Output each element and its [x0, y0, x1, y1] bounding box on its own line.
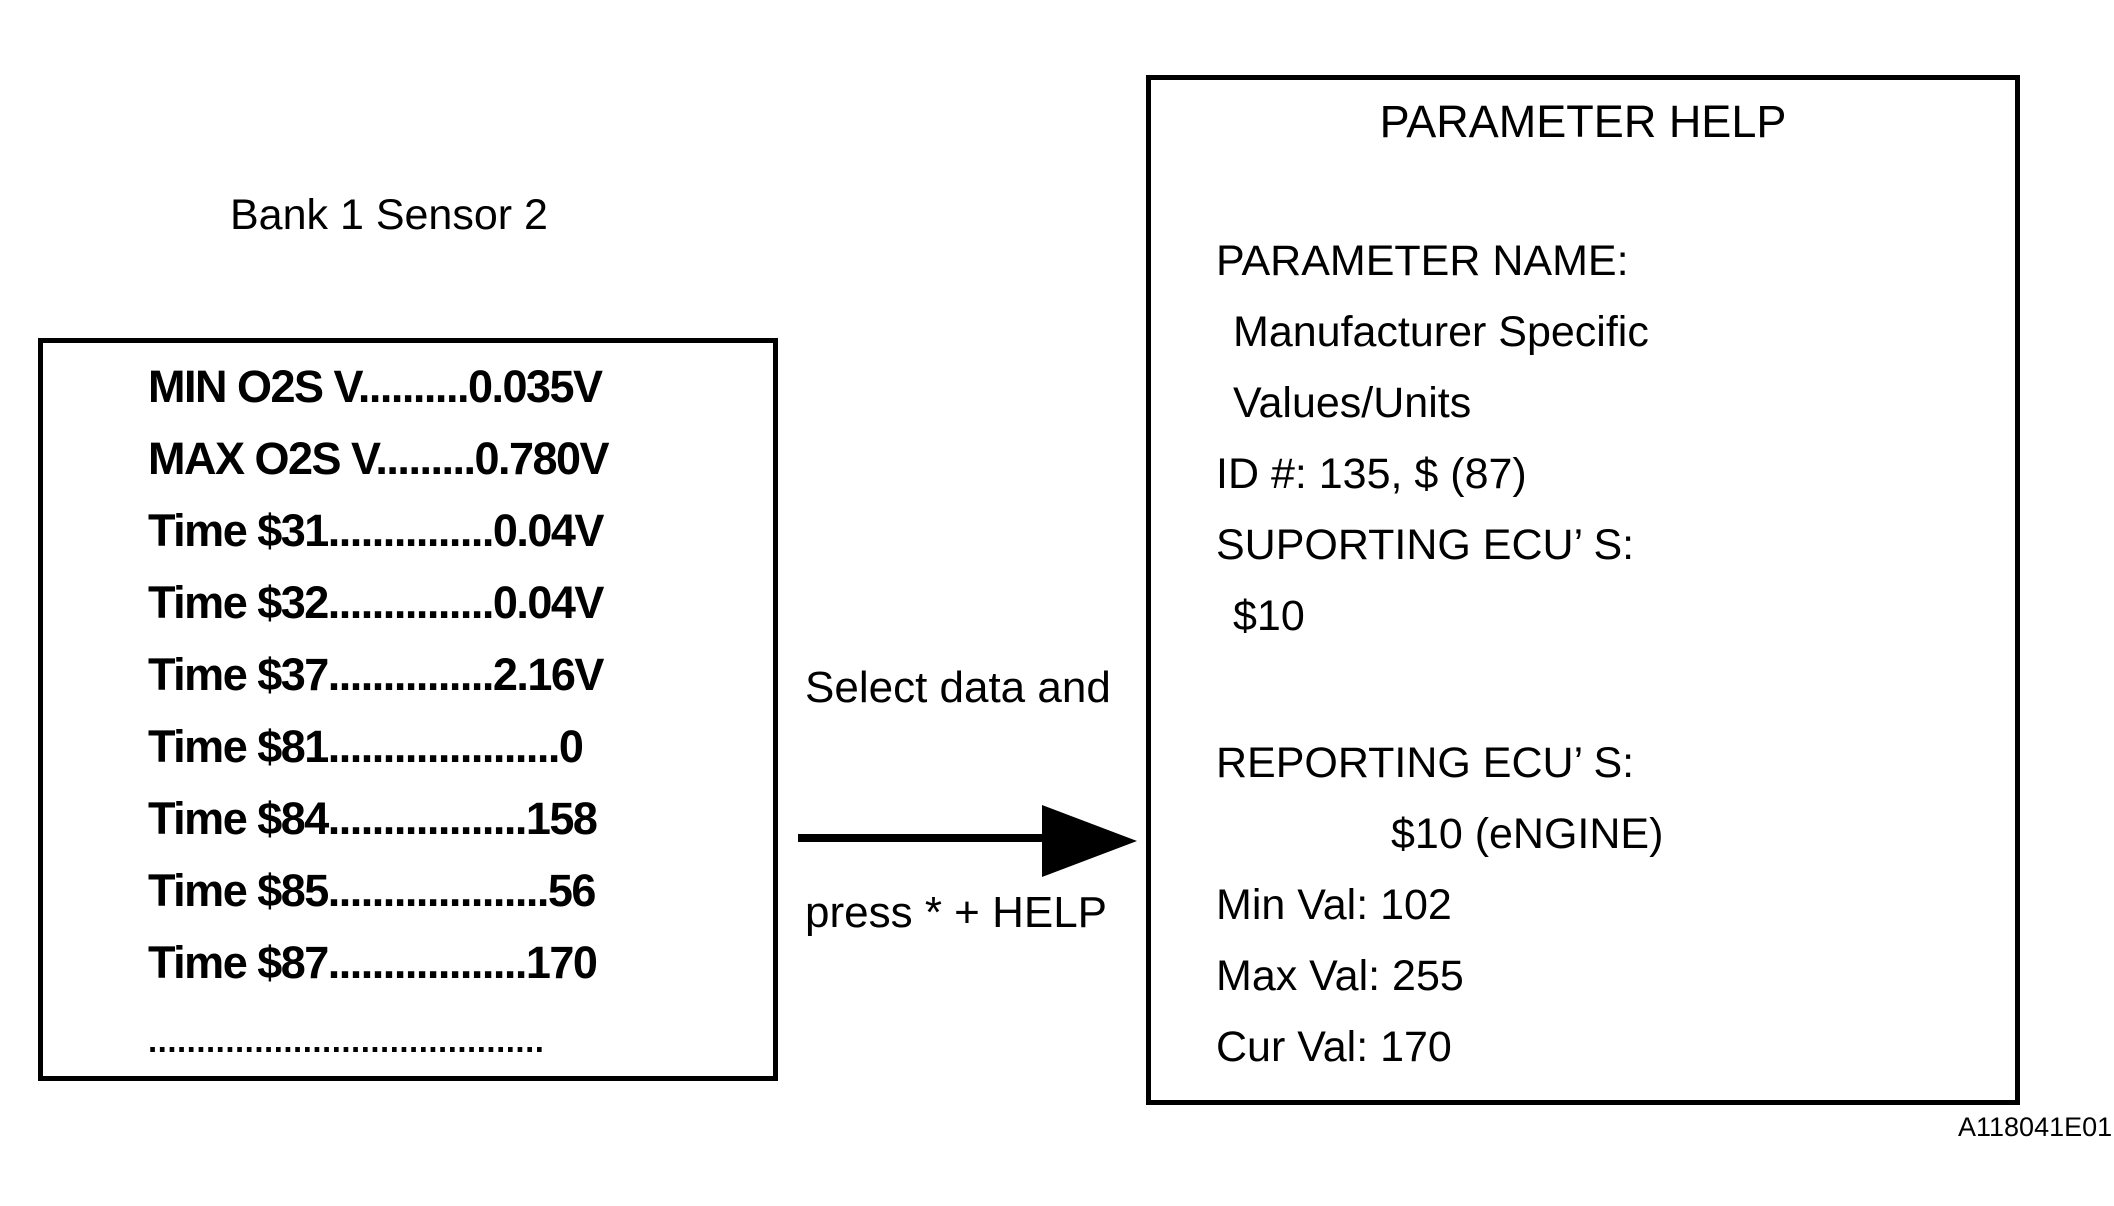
parameter-help-line: Max Val: 255 — [1216, 952, 1464, 1000]
parameter-help-line: REPORTING ECU’ S: — [1216, 739, 1635, 787]
data-list-row: Time $84..................158 — [148, 793, 598, 844]
parameter-help-body: PARAMETER NAME: Manufacturer Specific Va… — [1151, 226, 2015, 1083]
parameter-help-line: ID #: 135, $ (87) — [1216, 450, 1527, 498]
data-list-row: Time $87..................170 — [148, 937, 598, 988]
right-arrow-icon — [1042, 805, 1137, 877]
parameter-help-line: Min Val: 102 — [1216, 881, 1452, 929]
data-list-row: MIN O2S V..........0.035V — [148, 361, 603, 412]
figure-id-label: A118041E01 — [1958, 1112, 2113, 1142]
data-list-row: Time $31...............0.04V — [148, 505, 604, 556]
data-list-row: Time $81.....................0 — [148, 721, 584, 772]
instruction-note: Select data and press * + HELP — [805, 500, 1111, 1100]
data-list-caption: Bank 1 Sensor 2 — [230, 191, 548, 239]
data-list-screen: MIN O2S V..........0.035V MAX O2S V.....… — [38, 338, 778, 1081]
data-list-row: MAX O2S V.........0.780V — [148, 433, 610, 484]
parameter-help-screen: PARAMETER HELP PARAMETER NAME: Manufactu… — [1146, 75, 2020, 1105]
data-list-row: Time $85....................56 — [148, 865, 596, 916]
parameter-help-line: $10 (eNGINE) — [1391, 810, 1664, 858]
instruction-note-line2: press * + HELP — [805, 888, 1108, 937]
parameter-help-line: $10 — [1233, 592, 1305, 640]
data-list-row: Time $32...............0.04V — [148, 577, 604, 628]
parameter-help-title: PARAMETER HELP — [1379, 96, 1787, 147]
parameter-help-line: Values/Units — [1233, 379, 1472, 427]
parameter-help-line: PARAMETER NAME: — [1216, 237, 1629, 285]
parameter-help-line: Manufacturer Specific — [1233, 308, 1649, 356]
parameter-help-line: Cur Val: 170 — [1216, 1023, 1452, 1071]
arrow-shaft — [798, 834, 1048, 842]
data-list-row: Time $37...............2.16V — [148, 649, 604, 700]
data-list-ellipsis-row: ........................................… — [148, 1022, 545, 1059]
parameter-help-line: SUPORTING ECU’ S: — [1216, 521, 1635, 569]
instruction-note-line1: Select data and — [805, 663, 1111, 712]
